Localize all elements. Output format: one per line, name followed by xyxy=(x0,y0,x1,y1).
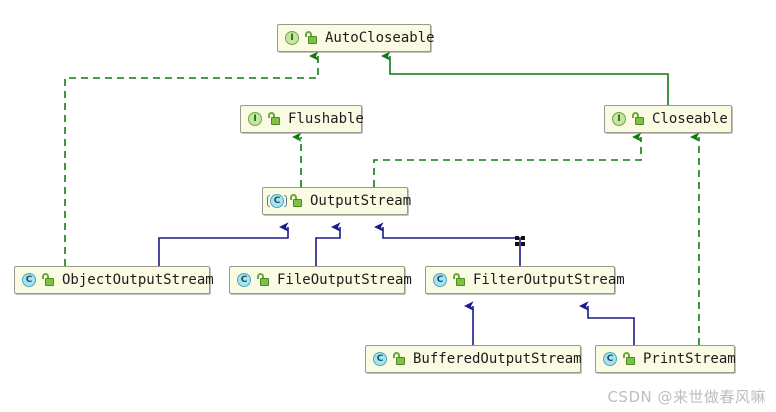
edge-outputstream-implements-closeable xyxy=(373,132,642,187)
public-lock-icon xyxy=(290,194,302,208)
public-lock-icon xyxy=(305,31,317,45)
interface-icon: I xyxy=(284,30,300,46)
class-icon: C xyxy=(602,351,618,367)
watermark-text: CSDN @来世做春风嘛 xyxy=(607,388,766,406)
edge-filteroutputstream-extends-outputstream xyxy=(373,222,521,266)
interface-icon: I xyxy=(611,111,627,127)
edge-fileoutputstream-extends-outputstream xyxy=(315,222,341,266)
class-node-objectoutputstream[interactable]: C ObjectOutputStream xyxy=(14,266,214,294)
edge-objectoutputstream-extends-outputstream xyxy=(158,222,289,266)
public-lock-icon xyxy=(453,273,465,287)
public-lock-icon xyxy=(632,112,644,126)
interface-icon: I xyxy=(247,111,263,127)
class-node-label: AutoCloseable xyxy=(325,30,435,46)
public-lock-icon xyxy=(393,352,405,366)
class-node-label: ObjectOutputStream xyxy=(62,272,214,288)
class-node-bufferedoutputstream[interactable]: C BufferedOutputStream xyxy=(365,345,582,373)
class-node-autocloseable[interactable]: I AutoCloseable xyxy=(277,24,435,52)
public-lock-icon xyxy=(42,273,54,287)
class-node-label: FileOutputStream xyxy=(277,272,412,288)
class-node-outputstream[interactable]: C OutputStream xyxy=(262,187,412,215)
expand-hidden-subclasses-handle[interactable] xyxy=(515,236,526,247)
class-node-label: PrintStream xyxy=(643,351,736,367)
class-node-label: FilterOutputStream xyxy=(473,272,625,288)
class-node-filteroutputstream[interactable]: C FilterOutputStream xyxy=(425,266,625,294)
abstract-class-icon: C xyxy=(267,193,287,209)
edge-closeable-extends-autocloseable xyxy=(380,51,669,105)
public-lock-icon xyxy=(257,273,269,287)
class-node-fileoutputstream[interactable]: C FileOutputStream xyxy=(229,266,412,294)
public-lock-icon xyxy=(623,352,635,366)
class-node-label: Closeable xyxy=(652,111,728,127)
edge-objectoutputstream-implements-autocloseable xyxy=(64,51,319,266)
class-icon: C xyxy=(236,272,252,288)
edge-printstream-extends-filteroutputstream xyxy=(578,301,635,345)
class-node-label: Flushable xyxy=(288,111,364,127)
class-node-label: OutputStream xyxy=(310,193,412,209)
class-node-label: BufferedOutputStream xyxy=(413,351,582,367)
public-lock-icon xyxy=(268,112,280,126)
class-node-printstream[interactable]: C PrintStream xyxy=(595,345,736,373)
class-node-flushable[interactable]: I Flushable xyxy=(240,105,364,133)
class-icon: C xyxy=(432,272,448,288)
class-node-closeable[interactable]: I Closeable xyxy=(604,105,732,133)
class-icon: C xyxy=(21,272,37,288)
class-icon: C xyxy=(372,351,388,367)
